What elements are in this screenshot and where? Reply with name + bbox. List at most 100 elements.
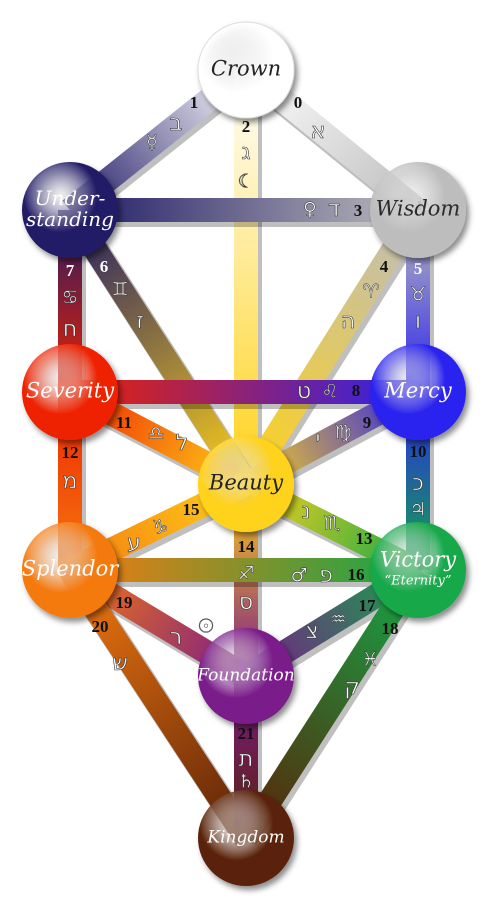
- hebrew-letter-21: ת: [239, 747, 253, 772]
- sephirah-crown: Crown: [197, 21, 295, 119]
- path-number-18: 18: [382, 619, 399, 638]
- hebrew-letter-6: ז: [136, 309, 144, 334]
- path-20: [59, 563, 257, 845]
- path-number-6: 6: [100, 257, 109, 276]
- hebrew-letter-18: ק: [344, 675, 360, 700]
- astro-symbol-18: ♓: [361, 649, 378, 671]
- hebrew-letter-13: נ: [302, 499, 311, 524]
- path-number-19: 19: [116, 593, 133, 612]
- sephirah-label-kingdom: Kingdom: [206, 828, 284, 848]
- path-number-10: 10: [410, 442, 427, 461]
- path-number-5: 5: [414, 259, 423, 278]
- astro-symbol-13: ♏: [323, 513, 340, 535]
- sephirah-sphere-victory: [370, 522, 466, 618]
- sephirah-sphere-understanding: [22, 162, 118, 258]
- sephirah-label-understanding-1: Under-: [35, 186, 106, 210]
- sephirah-sphere-severity: [22, 344, 118, 440]
- path-number-16: 16: [348, 565, 365, 584]
- hebrew-letter-20: ש: [112, 651, 128, 676]
- hebrew-letter-4: ה: [341, 309, 355, 334]
- sephirah-sphere-foundation: [198, 628, 294, 724]
- path-number-14: 14: [238, 537, 256, 556]
- path-number-1: 1: [190, 93, 199, 112]
- hebrew-letter-19: ר: [170, 625, 182, 650]
- sephirah-label-mercy: Mercy: [383, 379, 453, 403]
- astro-symbol-19: ☉: [197, 616, 214, 638]
- hebrew-letter-1: ב: [170, 111, 183, 136]
- path-number-3: 3: [354, 201, 363, 220]
- path-number-11: 11: [116, 413, 132, 432]
- sephirah-label-victory: Victory: [380, 548, 457, 572]
- sephirah-sphere-splendor: [22, 522, 118, 618]
- astro-symbol-17: ♒: [329, 609, 346, 631]
- astro-symbol-21: ♄: [237, 771, 254, 793]
- hebrew-letter-3: ד: [328, 197, 340, 222]
- sephirah-sphere-kingdom: [198, 790, 294, 886]
- path-number-21: 21: [238, 724, 255, 743]
- hebrew-letter-10: כ: [412, 471, 424, 496]
- sephirah-understanding: Under-standing: [22, 162, 118, 258]
- path-number-17: 17: [359, 596, 377, 615]
- hebrew-letter-17: צ: [305, 619, 318, 644]
- hebrew-letter-9: י: [316, 427, 321, 452]
- path-number-4: 4: [380, 257, 389, 276]
- astro-symbol-5: ♉: [409, 284, 426, 306]
- astro-symbol-4: ♈: [362, 281, 379, 303]
- sephirah-splendor: Splendor: [22, 522, 121, 618]
- astro-symbol-2: ☾: [237, 171, 254, 193]
- sephirah-sphere-crown: [197, 21, 295, 119]
- astro-symbol-11: ♎: [147, 423, 164, 445]
- path-number-2: 2: [242, 117, 251, 136]
- hebrew-letter-14: ס: [239, 590, 253, 615]
- sephirah-victory: Victory “Eternity”: [370, 522, 466, 618]
- sephirah-label-crown: Crown: [211, 57, 281, 81]
- path-6: [59, 203, 257, 491]
- astro-symbol-6: ♊: [111, 279, 128, 301]
- sephirah-subtitle-victory: “Eternity”: [384, 574, 451, 589]
- hebrew-letter-16: פ: [319, 563, 333, 588]
- path-number-13: 13: [356, 529, 373, 548]
- sephirah-beauty: Beauty: [198, 436, 294, 532]
- sephirah-foundation: Foundation: [196, 628, 295, 724]
- astro-symbol-3: ♀: [303, 199, 317, 221]
- sephirah-label-beauty: Beauty: [208, 471, 284, 495]
- path-number-8: 8: [352, 381, 361, 400]
- path-number-20: 20: [92, 617, 109, 636]
- sephirah-wisdom: Wisdom: [370, 162, 466, 258]
- astro-symbol-15: ♑: [151, 517, 168, 539]
- astro-symbol-8: ♌: [321, 381, 338, 403]
- astro-symbol-9: ♍: [334, 422, 351, 444]
- hebrew-letter-15: ע: [127, 531, 141, 556]
- hebrew-letter-8: ט: [297, 379, 311, 404]
- sephirah-label-severity: Severity: [26, 379, 115, 403]
- sephirah-label-foundation: Foundation: [196, 666, 294, 686]
- path-number-7: 7: [66, 261, 75, 280]
- sephirah-label-wisdom: Wisdom: [376, 197, 461, 221]
- path-number-9: 9: [363, 413, 372, 432]
- astro-symbol-16: ♂: [290, 565, 307, 587]
- astro-symbol-14: ♐: [237, 563, 254, 585]
- hebrew-letter-0: א: [311, 119, 326, 144]
- path-18: [235, 563, 429, 845]
- sephirah-label-splendor: Splendor: [22, 557, 121, 581]
- astro-symbol-1: ☿: [146, 132, 158, 154]
- astro-symbol-7: ♋: [61, 287, 78, 309]
- sephirah-label-understanding-2: standing: [26, 207, 114, 231]
- sephirah-sphere-beauty: [198, 436, 294, 532]
- sephirah-kingdom: Kingdom: [198, 790, 294, 886]
- path-number-15: 15: [183, 500, 200, 519]
- sephirah-mercy: Mercy: [370, 344, 466, 440]
- hebrew-letter-5: ו: [415, 309, 421, 334]
- sephirah-severity: Severity: [22, 344, 118, 440]
- sephirah-sphere-mercy: [370, 344, 466, 440]
- astro-symbol-10: ♃: [409, 499, 426, 521]
- path-number-0: 0: [294, 93, 303, 112]
- sephirah-sphere-wisdom: [370, 162, 466, 258]
- hebrew-letter-11: ל: [176, 431, 189, 456]
- path-number-12: 12: [62, 443, 79, 462]
- path-4: [235, 203, 429, 491]
- hebrew-letter-12: מ: [63, 469, 78, 494]
- path-labels-layer: 0א1ב☿2ג☾3ד♀4ה♈5ו♉6ז♊7ח♋8ט♌9י♍10כ♃11ל♎12מ…: [61, 93, 427, 793]
